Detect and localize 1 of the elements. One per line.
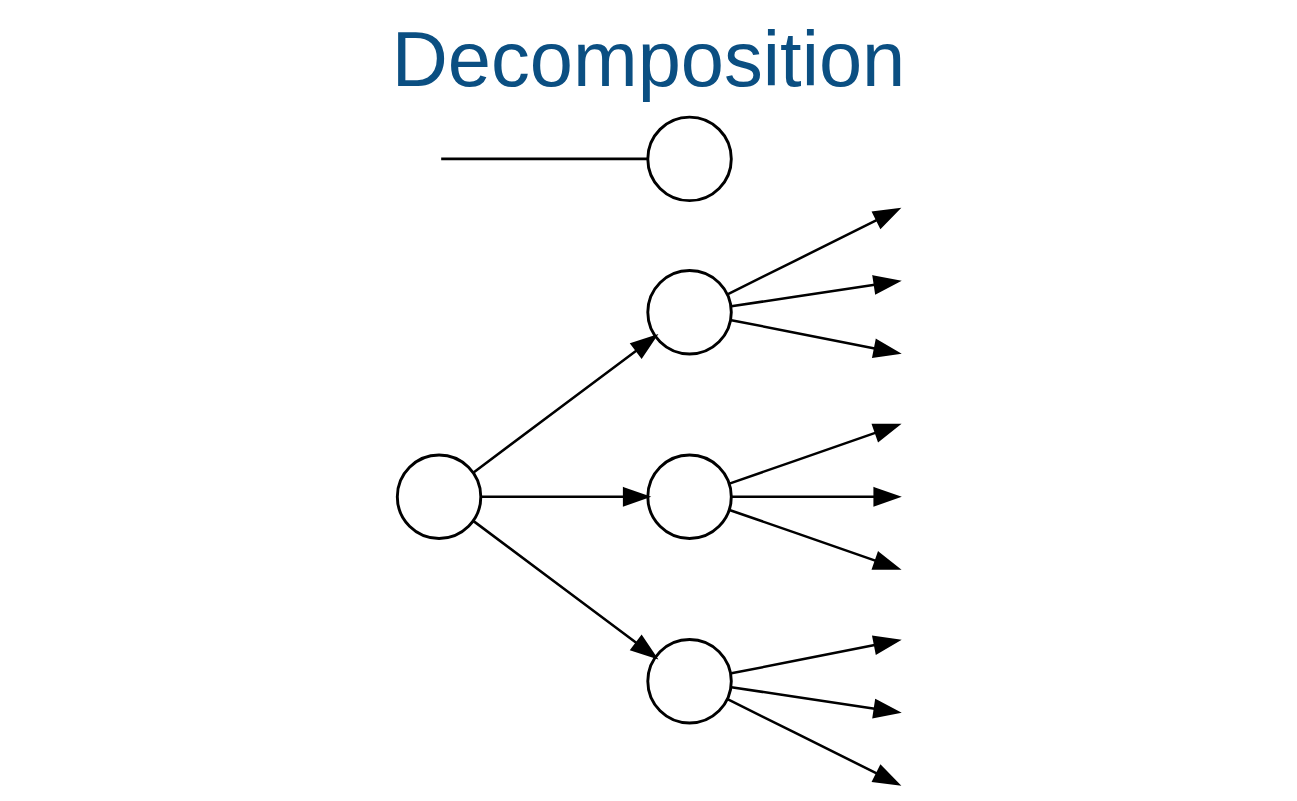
diagram-title: Decomposition [391, 16, 906, 103]
